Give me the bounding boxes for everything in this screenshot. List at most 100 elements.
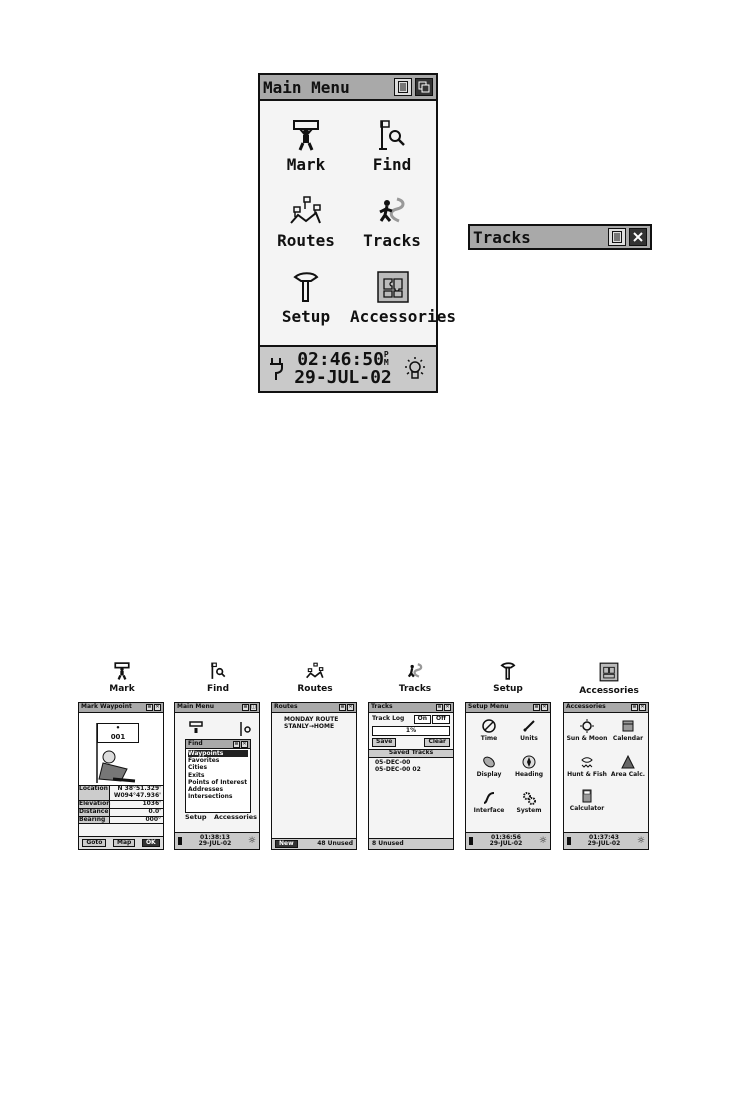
clock-time: 02:46:50 (297, 349, 384, 370)
row-icon-tracks: Tracks (390, 662, 440, 694)
backlight-bulb-icon[interactable]: ☼ (247, 835, 256, 846)
page-switch-icon[interactable]: ◫ (250, 704, 257, 711)
find-popup: Find ≡✕ Waypoints Favorites Cities Exits… (185, 739, 251, 813)
find-option[interactable]: Exits (188, 771, 205, 779)
route-item[interactable]: MONDAY ROUTE (284, 716, 339, 723)
clock-date: 29-JUL-02 (489, 840, 523, 847)
menu-item-find[interactable]: Find (358, 119, 426, 174)
setup-item-time[interactable]: Time (470, 719, 508, 743)
find-option[interactable]: Favorites (188, 757, 220, 765)
accessories-title: Accessories (566, 703, 606, 711)
menu-icon[interactable]: ≡ (233, 740, 240, 748)
accessory-hunt-fish[interactable]: Hunt & Fish (566, 755, 608, 779)
backlight-bulb-icon[interactable]: ☼ (636, 835, 645, 846)
setup-screen: Setup Menu ≡✕ Time Units Display Heading… (465, 702, 551, 850)
row-label: Accessories (579, 686, 639, 696)
track-log-progress: 1% (372, 725, 450, 736)
close-icon[interactable]: ✕ (639, 704, 646, 711)
main-menu-title: Main Menu (263, 77, 350, 97)
new-route-button[interactable]: New (275, 839, 298, 849)
row-icon-routes: Routes (290, 662, 340, 694)
tracks-status-bar: 8 Unused (369, 838, 453, 849)
field-distance: Distance 0.0' (79, 807, 163, 817)
find-icon (211, 662, 226, 679)
time-icon (482, 719, 496, 733)
menu-item-accessories[interactable]: Accessories (350, 271, 456, 326)
saved-track-item[interactable]: 05-DEC-00 02 (375, 765, 421, 773)
find-icon (240, 722, 251, 736)
field-label: Distance (79, 807, 110, 816)
setup-item-heading[interactable]: Heading (510, 755, 548, 779)
close-icon[interactable] (629, 228, 647, 246)
close-icon[interactable]: ✕ (541, 704, 548, 711)
accessory-label: Area Calc. (610, 770, 646, 778)
accessory-calendar[interactable]: Calendar (608, 719, 648, 743)
map-button[interactable]: Map (112, 838, 136, 848)
menu-item-routes[interactable]: Routes (272, 195, 340, 250)
menu-item-setup[interactable]: Setup (272, 271, 340, 326)
menu-item-label: Setup (281, 307, 331, 326)
track-log-on-button[interactable]: On (413, 715, 432, 724)
accessory-area-calc[interactable]: Area Calc. (608, 754, 648, 779)
routes-screen: Routes ≡✕ MONDAY ROUTE STANLY→HOME New 4… (271, 702, 357, 850)
accessories-screen: Accessories ≡✕ Sun & Moon Calendar Hunt … (563, 702, 649, 850)
close-icon[interactable]: ✕ (347, 704, 354, 711)
find-option[interactable]: Addresses (188, 786, 224, 794)
routes-titlebar: Routes ≡✕ (272, 703, 356, 713)
clear-button[interactable]: Clear (424, 737, 450, 747)
menu-icon[interactable]: ≡ (242, 704, 249, 711)
routes-status-bar: New 48 Unused (272, 838, 356, 849)
page-switch-icon[interactable] (415, 78, 433, 96)
menu-icon[interactable]: ≡ (436, 704, 443, 711)
accessory-calculator[interactable]: Calculator (566, 789, 608, 813)
backlight-bulb-icon[interactable]: ☼ (538, 835, 547, 846)
setup-item-interface[interactable]: Interface (470, 791, 508, 815)
units-icon (523, 720, 535, 732)
field-elevation: Elevation 1036' (79, 799, 163, 809)
close-icon[interactable]: ✕ (154, 704, 161, 711)
menu-item-label: Accessories (350, 307, 456, 326)
setup-bg-label: Setup (185, 813, 207, 821)
find-option[interactable]: Points of Interest (188, 778, 248, 786)
backlight-bulb-icon[interactable] (402, 355, 428, 383)
field-label: Location (79, 785, 110, 800)
setup-item-display[interactable]: Display (470, 755, 508, 779)
ok-button[interactable]: OK (141, 838, 160, 848)
field-value: 1036' (142, 799, 161, 807)
menu-icon[interactable] (394, 78, 412, 96)
close-icon[interactable]: ✕ (241, 740, 248, 748)
accessory-label: Sun & Moon (566, 734, 608, 742)
menu-icon[interactable] (608, 228, 626, 246)
find-titlebar: Main Menu ≡◫ (175, 703, 259, 713)
main-menu-titlebar: Main Menu (260, 75, 436, 101)
mark-waypoint-titlebar: Mark Waypoint ≡✕ (79, 703, 163, 713)
goto-button[interactable]: Goto (82, 838, 107, 848)
menu-icon[interactable]: ≡ (631, 704, 638, 711)
accessory-sun-moon[interactable]: Sun & Moon (566, 719, 608, 743)
sun-moon-icon (580, 719, 594, 733)
find-option[interactable]: Waypoints (188, 750, 248, 758)
find-icon (379, 120, 405, 150)
close-icon[interactable]: ✕ (444, 704, 451, 711)
menu-icon[interactable]: ≡ (339, 704, 346, 711)
menu-item-tracks[interactable]: Tracks (358, 195, 426, 250)
mark-waypoint-screen: Mark Waypoint ≡✕ •001 Location N 38°51.3… (78, 702, 164, 850)
row-label: Mark (109, 684, 135, 694)
find-option[interactable]: Intersections (188, 793, 233, 801)
field-label: Elevation (79, 799, 111, 808)
saved-track-item[interactable]: 05-DEC-00 (375, 758, 411, 766)
track-log-off-button[interactable]: Off (432, 715, 450, 724)
setup-item-system[interactable]: System (510, 791, 548, 815)
flag-person-icon (96, 723, 136, 783)
route-item[interactable]: STANLY→HOME (284, 723, 335, 730)
mark-icon (189, 721, 203, 733)
menu-icon[interactable]: ≡ (533, 704, 540, 711)
setup-item-units[interactable]: Units (510, 719, 548, 743)
find-option[interactable]: Cities (188, 764, 208, 772)
menu-icon[interactable]: ≡ (146, 704, 153, 711)
save-button[interactable]: Save (372, 737, 397, 747)
find-popup-titlebar: Find ≡✕ (186, 740, 250, 749)
menu-item-mark[interactable]: Mark (272, 119, 340, 174)
waypoint-flag-area: •001 (79, 713, 163, 786)
